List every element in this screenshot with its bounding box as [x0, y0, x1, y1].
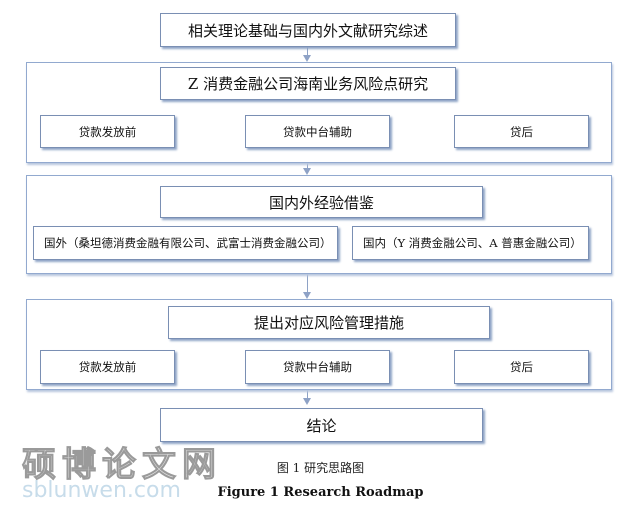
watermark-url: sblunwen.com: [22, 478, 181, 503]
measures-mid-office-label: 贷款中台辅助: [283, 360, 352, 374]
post-loan-label: 贷后: [510, 124, 533, 139]
mid-office-label: 贷款中台辅助: [283, 124, 352, 139]
measures-title: 提出对应风险管理措施: [253, 314, 404, 332]
domestic-experience-box: 国内（Y 消费金融公司、A 普惠金融公司）: [352, 226, 589, 260]
measures-pre-loan-label: 贷款发放前: [78, 360, 137, 374]
measures-pre-loan-box: 贷款发放前: [40, 350, 175, 384]
figure-caption-chinese: 图 1 研究思路图: [276, 461, 365, 475]
figure-caption-english: Figure 1 Research Roadmap: [217, 485, 424, 500]
mid-office-box: 贷款中台辅助: [245, 115, 390, 148]
foreign-experience-label: 国外（桑坦德消费金融有限公司、武富士消费金融公司）: [44, 236, 332, 250]
pre-loan-label: 贷款发放前: [78, 124, 137, 139]
arrow-down-icon: [303, 398, 311, 405]
literature-review-box: 相关理论基础与国内外文献研究综述: [160, 13, 456, 47]
measures-post-loan-box: 贷后: [454, 350, 589, 384]
connector-line: [307, 47, 308, 57]
conclusion-box: 结论: [160, 408, 483, 442]
literature-review-label: 相关理论基础与国内外文献研究综述: [187, 21, 428, 40]
conclusion-label: 结论: [306, 416, 337, 435]
risk-research-title-box: Z 消费金融公司海南业务风险点研究: [160, 67, 456, 100]
measures-mid-office-box: 贷款中台辅助: [245, 350, 390, 384]
experience-title-box: 国内外经验借鉴: [160, 186, 483, 218]
connector-line: [307, 390, 308, 399]
pre-loan-box: 贷款发放前: [40, 115, 175, 148]
risk-research-title: Z 消费金融公司海南业务风险点研究: [187, 75, 429, 93]
connector-line: [307, 274, 308, 294]
experience-title: 国内外经验借鉴: [268, 193, 374, 212]
measures-title-box: 提出对应风险管理措施: [168, 306, 490, 339]
arrow-down-icon: [303, 55, 311, 62]
connector-line: [307, 163, 308, 170]
measures-post-loan-label: 贷后: [510, 360, 533, 374]
foreign-experience-box: 国外（桑坦德消费金融有限公司、武富士消费金融公司）: [33, 226, 338, 260]
arrow-down-icon: [303, 168, 311, 175]
post-loan-box: 贷后: [454, 115, 589, 148]
watermark-chinese: 硕博论文网: [22, 445, 222, 486]
domestic-experience-label: 国内（Y 消费金融公司、A 普惠金融公司）: [363, 236, 582, 250]
arrow-down-icon: [303, 292, 311, 299]
